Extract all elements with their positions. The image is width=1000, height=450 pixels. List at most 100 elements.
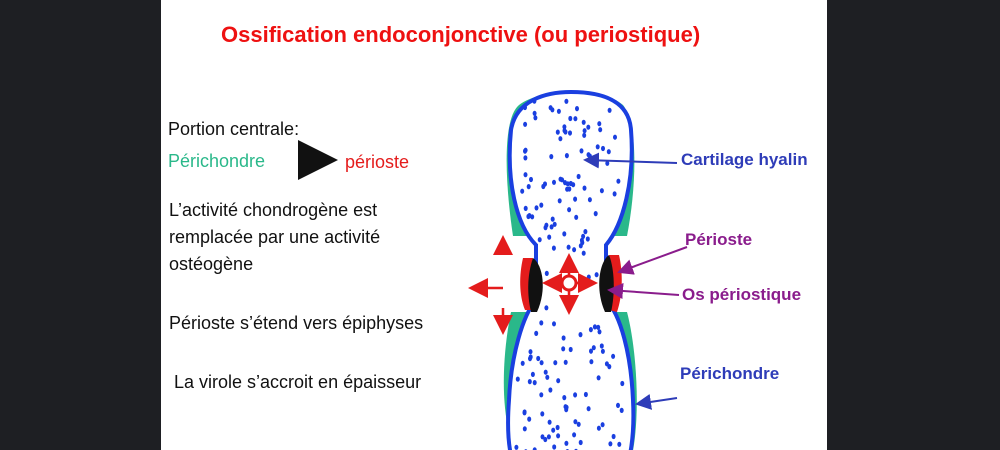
cartilage-dot: [573, 196, 578, 202]
cartilage-dot: [565, 186, 570, 192]
cartilage-dot: [539, 320, 544, 326]
cartilage-dot: [568, 346, 573, 353]
cartilage-dot: [596, 425, 601, 431]
cartilage-dot: [561, 335, 566, 341]
cartilage-dot: [599, 188, 604, 194]
cartilage-dot: [571, 182, 576, 188]
activite-line-1: L’activité chondrogène est: [169, 200, 378, 220]
cartilage-dot: [564, 404, 569, 410]
cartilage-dot: [568, 115, 573, 122]
cartilage-dot: [534, 330, 539, 336]
cartilage-dot: [617, 441, 622, 447]
cartilage-dot: [515, 376, 520, 382]
cartilage-dot: [547, 419, 552, 425]
cartilage-dot: [543, 369, 548, 375]
cartilage-dot: [564, 153, 569, 159]
cartilage-dot: [592, 324, 597, 330]
cartilage-dot: [576, 421, 581, 427]
cartilage-dot: [585, 236, 590, 242]
cartilage-dot: [539, 202, 544, 208]
cartilage-dot: [562, 124, 567, 130]
cartilage-dot: [561, 346, 566, 352]
cartilage-dot: [526, 184, 531, 190]
cartilage-dot: [556, 378, 561, 384]
cartilage-dot: [546, 434, 551, 440]
bone-diagram: [298, 89, 688, 450]
cartilage-dot: [576, 173, 581, 180]
cartilage-dot: [574, 214, 579, 220]
cartilage-dot: [552, 221, 557, 227]
cartilage-dot: [583, 229, 588, 235]
cartilage-dot: [582, 128, 587, 134]
cartilage-dot: [573, 116, 578, 122]
cartilage-dot: [593, 211, 598, 217]
label-os-periostique: Os périostique: [682, 285, 802, 304]
cartilage-dot: [587, 197, 592, 203]
cartilage-dot: [532, 380, 537, 386]
cartilage-dot: [581, 250, 586, 256]
cartilage-dot: [545, 374, 550, 380]
cartilage-dot: [620, 380, 625, 387]
cartilage-dot: [520, 360, 525, 366]
cartilage-dot: [541, 183, 546, 190]
cartilage-dot: [532, 98, 537, 104]
cartilage-dot: [522, 426, 527, 432]
virole-text: La virole s’accroit en épaisseur: [174, 372, 422, 392]
cartilage-dot: [597, 329, 602, 335]
cartilage-dot: [537, 237, 542, 243]
cartilage-dot: [550, 107, 555, 113]
cartilage-dot: [543, 436, 548, 443]
cartilage-dot: [564, 440, 569, 446]
cartilage-dot: [601, 145, 605, 152]
cartilage-dot: [547, 234, 552, 240]
cartilage-dot: [597, 121, 602, 127]
cartilage-dot: [586, 152, 591, 158]
cartilage-dot: [582, 185, 587, 191]
cartilage-dot: [528, 349, 533, 355]
cartilage-dot: [600, 422, 605, 428]
cartilage-dot: [581, 233, 586, 239]
cartilage-dot: [522, 410, 527, 416]
cartilage-dot: [552, 321, 556, 327]
cartilage-dot: [586, 274, 591, 280]
cartilage-dot: [586, 124, 591, 130]
cartilage-dot: [536, 355, 541, 362]
cartilage-dot: [549, 154, 554, 160]
cartilage-dot: [582, 132, 587, 138]
cartilage-dot: [539, 360, 544, 366]
pointer-cartilage: [583, 152, 678, 169]
cartilage-dot: [523, 205, 528, 211]
cartilage-dot: [553, 360, 558, 366]
cartilage-dot: [573, 419, 578, 425]
cartilage-dot: [583, 391, 588, 398]
cartilage-dot: [555, 129, 560, 135]
cartilage-dot: [596, 324, 601, 330]
cartilage-dot: [540, 434, 545, 440]
cartilage-dot: [556, 108, 561, 114]
cartilage-dot: [523, 104, 527, 111]
cartilage-dot: [514, 444, 519, 450]
cartilage-dot: [544, 305, 549, 311]
cartilage-dot: [527, 379, 532, 385]
cartilage-dot: [599, 343, 604, 349]
cartilage-dot: [572, 432, 577, 438]
cartilage-dot: [612, 191, 617, 197]
cartilage-dot: [607, 107, 612, 113]
cartilage-dot: [544, 270, 549, 276]
cartilage-dot: [520, 188, 525, 194]
activite-line-2: remplacée par une activité: [169, 227, 381, 247]
label-cartilage-hyalin: Cartilage hyalin: [681, 150, 808, 169]
cartilage-dot: [548, 387, 553, 393]
cartilage-dot: [572, 247, 577, 253]
cartilage-dot: [611, 353, 616, 359]
pointer-perichondre: [635, 394, 678, 410]
cartilage-dot: [565, 181, 570, 187]
cartilage-dot: [556, 433, 561, 439]
cartilage-dots: [514, 97, 625, 450]
cartilage-dot: [532, 447, 537, 450]
cartilage-dot: [562, 128, 567, 134]
cartilage-dot: [562, 395, 567, 401]
cartilage-dot: [523, 155, 528, 161]
cartilage-dot: [530, 371, 535, 377]
cartilage-dot: [581, 119, 586, 125]
